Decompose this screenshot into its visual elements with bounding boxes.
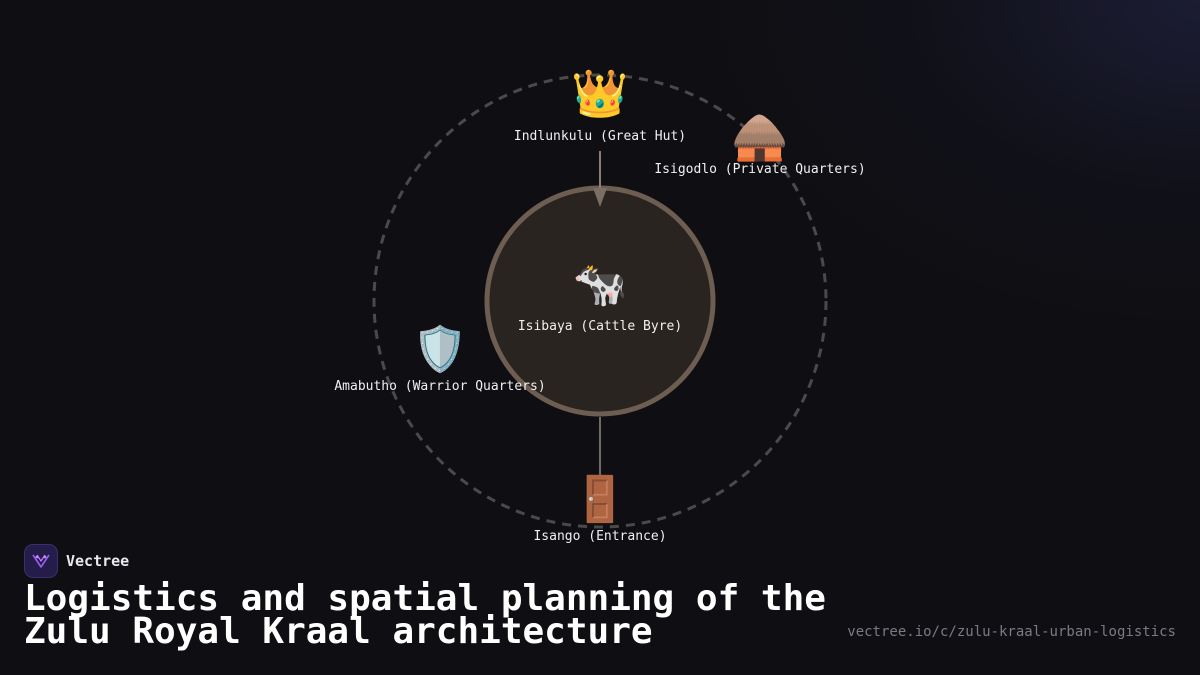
- shield-icon: 🛡️: [412, 324, 468, 375]
- node-label-isigodlo: Isigodlo (Private Quarters): [654, 162, 866, 177]
- node-label-amabutho: Amabutho (Warrior Quarters): [334, 379, 546, 394]
- door-icon: 🚪: [572, 474, 628, 525]
- outer-dashed-ring: [372, 73, 828, 529]
- vectree-logo-icon: [24, 544, 58, 578]
- crown-icon: 👑: [571, 66, 629, 120]
- node-label-isango: Isango (Entrance): [533, 529, 667, 544]
- center-label: Isibaya (Cattle Byre): [517, 319, 683, 334]
- source-url[interactable]: vectree.io/c/zulu-kraal-urban-logistics: [847, 624, 1176, 640]
- node-label-indlunkulu: Indlunkulu (Great Hut): [513, 129, 687, 144]
- brand[interactable]: Vectree: [24, 544, 129, 578]
- brand-name: Vectree: [66, 552, 130, 570]
- great-hut-arrowhead: [593, 188, 607, 207]
- page-title: Logistics and spatial planning of the Zu…: [24, 578, 826, 652]
- cow-icon: 🐄: [572, 259, 628, 310]
- hut-icon: 🛖: [731, 109, 789, 163]
